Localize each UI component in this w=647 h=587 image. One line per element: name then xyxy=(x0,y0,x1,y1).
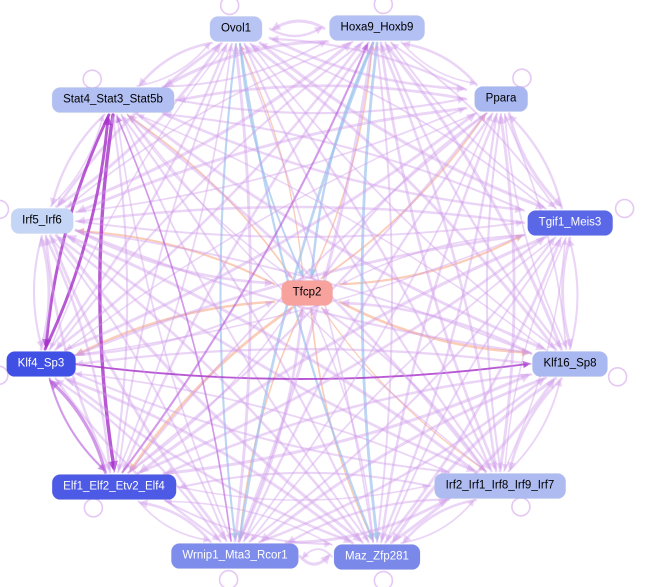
node-Tgif1_Meis3[interactable]: Tgif1_Meis3 xyxy=(527,210,613,236)
node-Stat4_Stat3_Stat5b[interactable]: Stat4_Stat3_Stat5b xyxy=(52,87,174,113)
node-Ovol1[interactable]: Ovol1 xyxy=(209,16,263,42)
node-Wrnip1_Mta3_Rcor1[interactable]: Wrnip1_Mta3_Rcor1 xyxy=(171,543,299,569)
node-Klf16_Sp8[interactable]: Klf16_Sp8 xyxy=(532,351,608,377)
node-Tfcp2[interactable]: Tfcp2 xyxy=(281,280,333,306)
node-Irf2_Irf1_Irf8_Irf9_Irf7[interactable]: Irf2_Irf1_Irf8_Irf9_Irf7 xyxy=(434,473,566,499)
node-Elf1_Elf2_Etv2_Elf4[interactable]: Elf1_Elf2_Etv2_Elf4 xyxy=(52,474,176,500)
node-Irf5_Irf6[interactable]: Irf5_Irf6 xyxy=(11,208,73,234)
node-Ppara[interactable]: Ppara xyxy=(474,86,528,112)
node-Klf4_Sp3[interactable]: Klf4_Sp3 xyxy=(6,351,76,377)
node-Maz_Zfp281[interactable]: Maz_Zfp281 xyxy=(334,544,420,570)
node-Hoxa9_Hoxb9[interactable]: Hoxa9_Hoxb9 xyxy=(329,15,425,41)
